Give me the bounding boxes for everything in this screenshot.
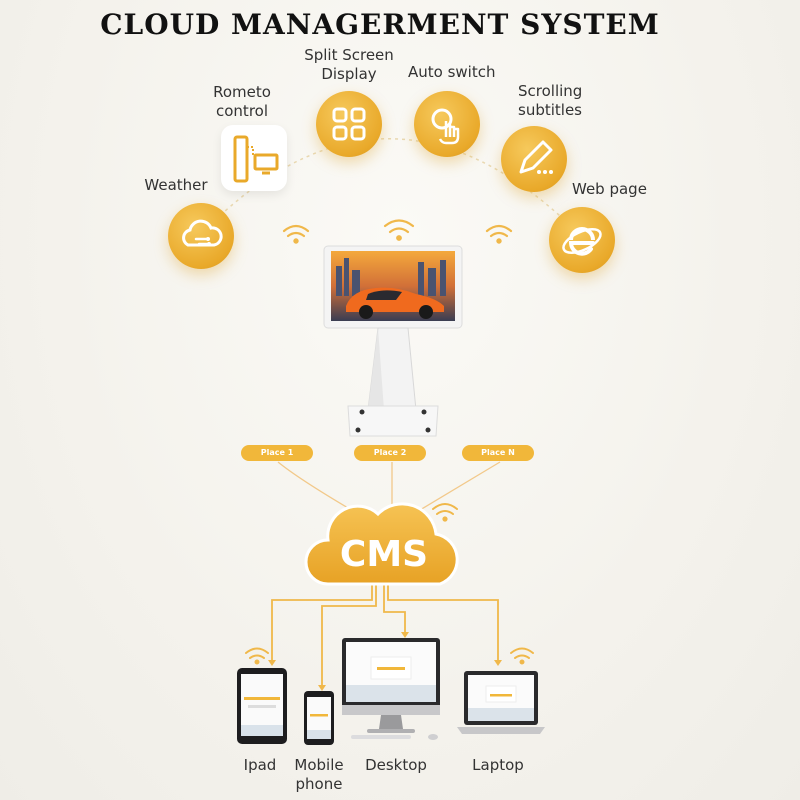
feature-scrolling-subtitles bbox=[501, 126, 567, 192]
feature-split-screen bbox=[316, 91, 382, 157]
cms-label: CMS bbox=[340, 534, 428, 575]
tap-icon bbox=[414, 91, 480, 157]
feature-label-auto: Auto switch bbox=[408, 63, 508, 82]
kiosk-illustration bbox=[318, 238, 468, 450]
device-laptop bbox=[456, 670, 546, 738]
device-desktop bbox=[341, 637, 441, 743]
device-label-mobile: Mobile phone bbox=[290, 756, 348, 794]
feature-label-scroll: Scrolling subtitles bbox=[518, 82, 593, 120]
feature-label-web: Web page bbox=[572, 180, 652, 199]
wifi-icon bbox=[487, 226, 511, 243]
wifi-icon bbox=[385, 221, 413, 240]
place-tag: Place 1 bbox=[241, 445, 313, 461]
pen-icon bbox=[501, 126, 567, 192]
grid-icon bbox=[316, 91, 382, 157]
feature-label-weather: Weather bbox=[140, 176, 212, 195]
feature-label-remote: Rometo control bbox=[202, 83, 282, 121]
wifi-icon bbox=[284, 226, 308, 243]
device-label-ipad: Ipad bbox=[230, 756, 290, 775]
place-tag: Place 2 bbox=[354, 445, 426, 461]
cloud-icon bbox=[168, 203, 234, 269]
feature-label-split: Split Screen Display bbox=[294, 46, 404, 84]
device-ipad bbox=[236, 667, 288, 745]
remote-control-icon bbox=[221, 125, 287, 191]
feature-auto-switch bbox=[414, 91, 480, 157]
feature-web-page bbox=[549, 207, 615, 273]
feature-weather bbox=[168, 203, 234, 269]
feature-remote-control bbox=[221, 125, 287, 191]
browser-e-icon bbox=[549, 207, 615, 273]
cms-cloud: CMS bbox=[300, 496, 470, 592]
device-mobile-phone bbox=[303, 690, 335, 746]
place-tag: Place N bbox=[462, 445, 534, 461]
device-label-laptop: Laptop bbox=[460, 756, 536, 775]
device-label-desktop: Desktop bbox=[356, 756, 436, 775]
